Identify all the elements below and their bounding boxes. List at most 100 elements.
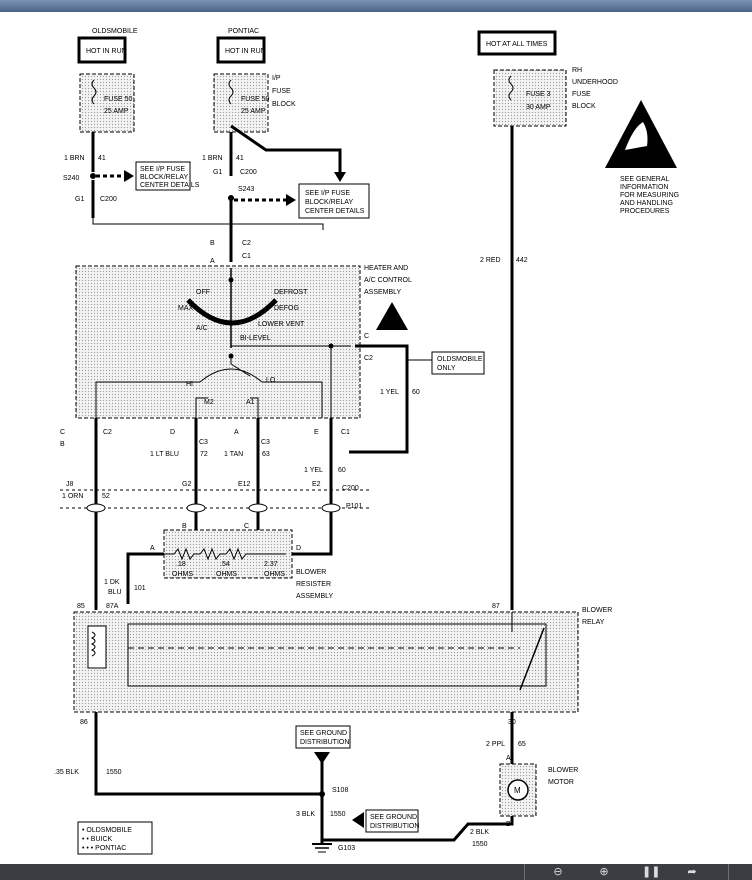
legend-buick: • • BUICK	[82, 836, 113, 843]
legend-box	[77, 821, 153, 855]
relay-coil	[87, 625, 107, 669]
label-s243: S243	[238, 186, 254, 193]
ground-dist-2-b: DISTRIBUTION	[370, 823, 419, 830]
toolbar-divider-2	[728, 864, 729, 880]
label-g103: G103	[338, 845, 355, 852]
pause-icon[interactable]: ❚❚	[642, 865, 661, 878]
label-c-mb: C	[60, 429, 65, 436]
see-fuse-right-3: CENTER DETAILS	[305, 208, 365, 215]
speed-hi: HI	[186, 381, 193, 388]
wire-1dk: 1 DK	[104, 579, 120, 586]
ohms-label-1: OHMS	[172, 571, 193, 578]
resister-label-2: RESISTER	[296, 581, 331, 588]
mode-switch-arc	[186, 298, 278, 326]
wire-blu: BLU	[108, 589, 122, 596]
wire-1550-a: 1550	[106, 769, 122, 776]
wire-72: 72	[200, 451, 208, 458]
arrow-down-fuse	[334, 172, 346, 182]
see-fuse-right-1: SEE I/P FUSE	[305, 190, 350, 197]
relay-switch-arm	[519, 627, 545, 691]
label-c2-top: C2	[242, 240, 251, 247]
ohms-237: 2.37	[264, 561, 278, 568]
resister-label-1: BLOWER	[296, 569, 326, 576]
wire-1yel-b: 1 YEL	[304, 467, 323, 474]
see-fuse-box-right	[298, 183, 370, 219]
wire-right-to-fuse	[230, 124, 342, 172]
wire-41-left: 41	[98, 155, 106, 162]
ip-fuse-label-2: FUSE	[272, 88, 291, 95]
see-fuse-right-2: BLOCK/RELAY	[305, 199, 353, 206]
fuse-50-left-symbol	[91, 79, 97, 105]
mode-bi-level: BI-LEVEL	[240, 335, 271, 342]
wire-blk-86	[94, 712, 322, 796]
ip-fuse-label-1: I/P	[272, 75, 281, 82]
switch-node	[228, 277, 234, 283]
wire-1ltblu: 1 LT BLU	[150, 451, 179, 458]
heater-ac-control-assembly	[75, 265, 361, 419]
esd-note-2: INFORMATION	[620, 184, 668, 191]
wire-3blk: 3 BLK	[296, 811, 315, 818]
oldsmobile-only-box	[431, 351, 485, 375]
conn-j8	[86, 503, 106, 513]
wire-hi	[95, 381, 200, 418]
mode-defrost: DEFROST	[274, 289, 308, 296]
wire-d-resister	[292, 512, 333, 556]
splice-s243	[228, 195, 234, 201]
label-c1-mb: C1	[341, 429, 350, 436]
see-fuse-left-1: SEE I/P FUSE	[140, 166, 185, 173]
wire-2red: 2 RED	[480, 257, 501, 264]
ohms-054: .54	[220, 561, 230, 568]
hot-in-run-left: HOT IN RUN	[86, 48, 127, 55]
conn-e12	[248, 503, 268, 513]
label-b-motor: B	[506, 821, 511, 828]
label-c2-right: C2	[364, 355, 373, 362]
label-a-motor: A	[506, 755, 511, 762]
wiring-diagram: OLDSMOBILE PONTIAC HOT IN RUN HOT IN RUN…	[54, 28, 679, 855]
ground-dist-2-a: SEE GROUND	[370, 814, 417, 821]
label-e2: E2	[312, 481, 321, 488]
label-e-mb: E	[314, 429, 319, 436]
label-a-mb: A	[234, 429, 239, 436]
label-d-res: D	[296, 545, 301, 552]
arrow-left-fuse	[124, 170, 134, 182]
blower-switch-arc	[199, 368, 263, 383]
ground-dist-1-b: DISTRIBUTION	[300, 739, 349, 746]
mode-ac: A/C	[196, 325, 208, 332]
wire-65: 65	[518, 741, 526, 748]
pontiac-header: PONTIAC	[228, 28, 259, 35]
label-c200-m: C200	[342, 485, 359, 492]
wire-m2	[195, 397, 208, 418]
hot-in-run-box-right	[216, 36, 266, 64]
mode-lower-vent: LOWER VENT	[258, 321, 305, 328]
esd-small-icon	[376, 302, 408, 330]
wire-35blk: .35 BLK	[54, 769, 79, 776]
label-g1-right: G1	[213, 169, 222, 176]
wire-41-right: 41	[236, 155, 244, 162]
fuse-50-left-amp: 25 AMP	[104, 108, 129, 115]
wire-dk-blu	[126, 552, 164, 604]
fuse-3-amp: 30 AMP	[526, 104, 551, 111]
mode-defog: DEFOG	[274, 305, 299, 312]
speed-lo: LO	[266, 377, 276, 384]
label-b-mb: B	[60, 441, 65, 448]
ground-arrow-1	[314, 752, 330, 764]
fuse-block-rh	[493, 69, 567, 127]
wire-101: 101	[134, 585, 146, 592]
zoom-out-icon[interactable]: ⊖	[553, 865, 563, 878]
wire-1550-b: 1550	[330, 811, 346, 818]
wire-1brn-left: 1 BRN	[64, 155, 85, 162]
share-icon[interactable]: ➦	[687, 865, 697, 878]
label-g2: G2	[182, 481, 191, 488]
zoom-in-icon[interactable]: ⊕	[599, 865, 609, 878]
fuse-block-right	[213, 73, 269, 133]
label-86: 86	[80, 719, 88, 726]
blower-relay-1: BLOWER	[582, 607, 612, 614]
label-c3-mb2: C3	[261, 439, 270, 446]
ohms-018: .18	[176, 561, 186, 568]
speed-m2: M2	[204, 399, 214, 406]
fuse-50-left: FUSE 50	[104, 96, 133, 103]
wire-52: 52	[102, 493, 110, 500]
wire-63: 63	[262, 451, 270, 458]
blower-motor-1: BLOWER	[548, 767, 578, 774]
wire-1brn-right: 1 BRN	[202, 155, 223, 162]
